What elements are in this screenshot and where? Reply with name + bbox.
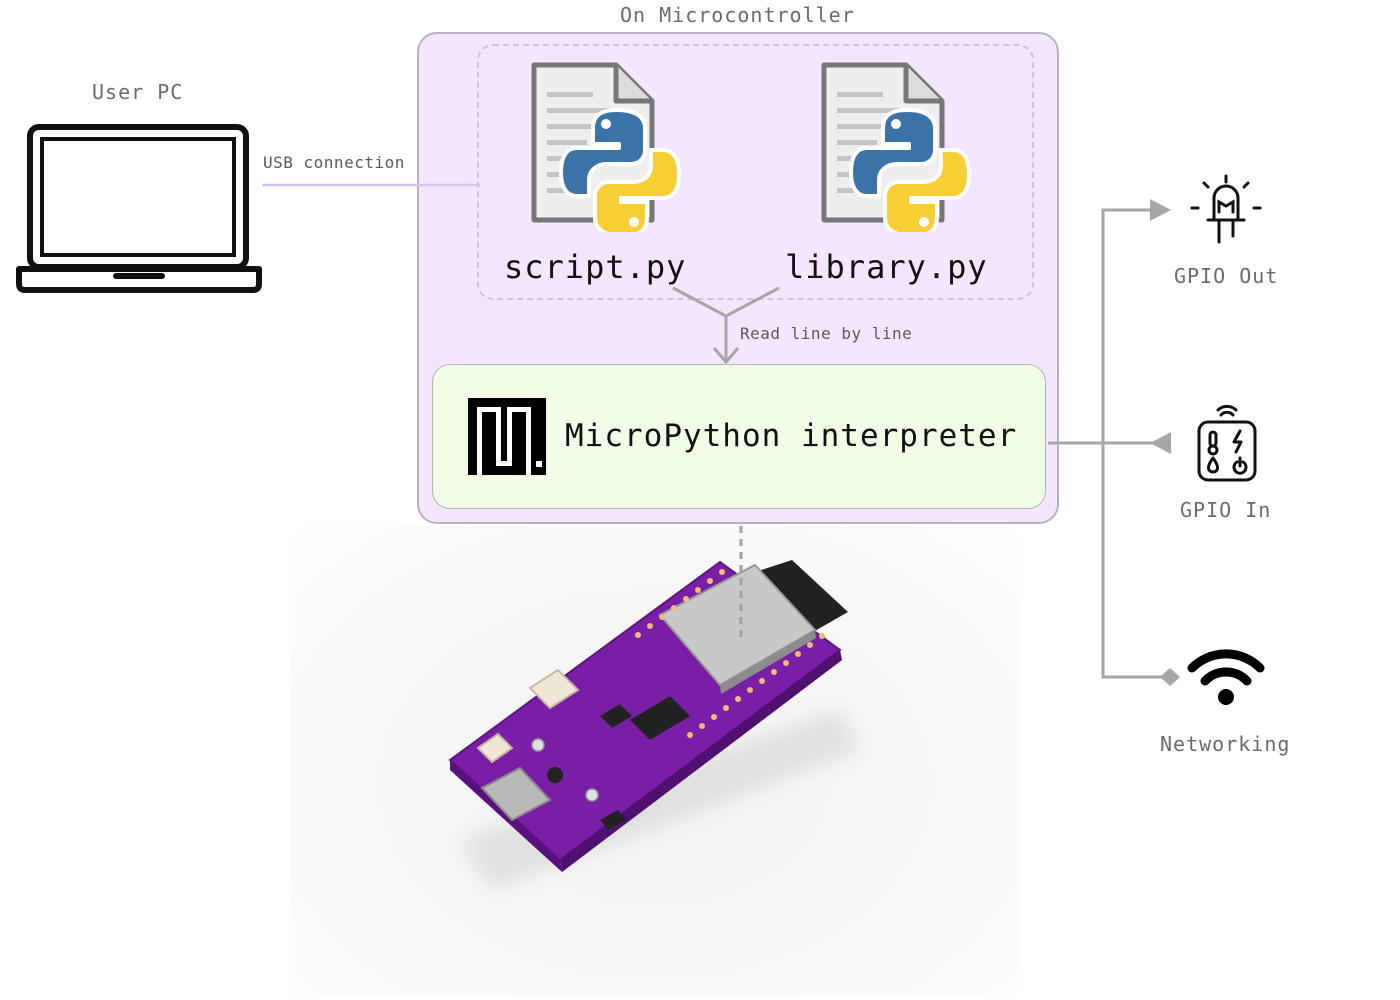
library-file-name: library.py: [785, 248, 988, 286]
board-connector-dashed: [739, 526, 743, 638]
led-icon: [1190, 174, 1262, 244]
read-line-arrow: [672, 286, 780, 365]
user-pc-label: User PC: [92, 80, 184, 104]
usb-connection-label: USB connection: [263, 153, 405, 172]
peripheral-connectors: [1048, 199, 1180, 686]
gpio-out-label: GPIO Out: [1174, 264, 1279, 288]
usb-connection-line: [262, 183, 480, 187]
interpreter-label: MicroPython interpreter: [565, 418, 1018, 454]
laptop-icon: [16, 124, 262, 293]
gpio-in-label: GPIO In: [1180, 498, 1272, 522]
python-file-icon: [821, 62, 971, 232]
script-file-name: script.py: [504, 248, 687, 286]
sensor-icon: [1197, 404, 1257, 482]
microcontroller-section-title: On Microcontroller: [620, 3, 855, 27]
wifi-icon: [1187, 649, 1265, 705]
python-file-icon: [531, 62, 681, 232]
read-line-label: Read line by line: [740, 324, 913, 343]
networking-label: Networking: [1160, 732, 1291, 756]
micropython-logo-icon: [468, 398, 546, 475]
microcontroller-board-image: [448, 560, 860, 890]
